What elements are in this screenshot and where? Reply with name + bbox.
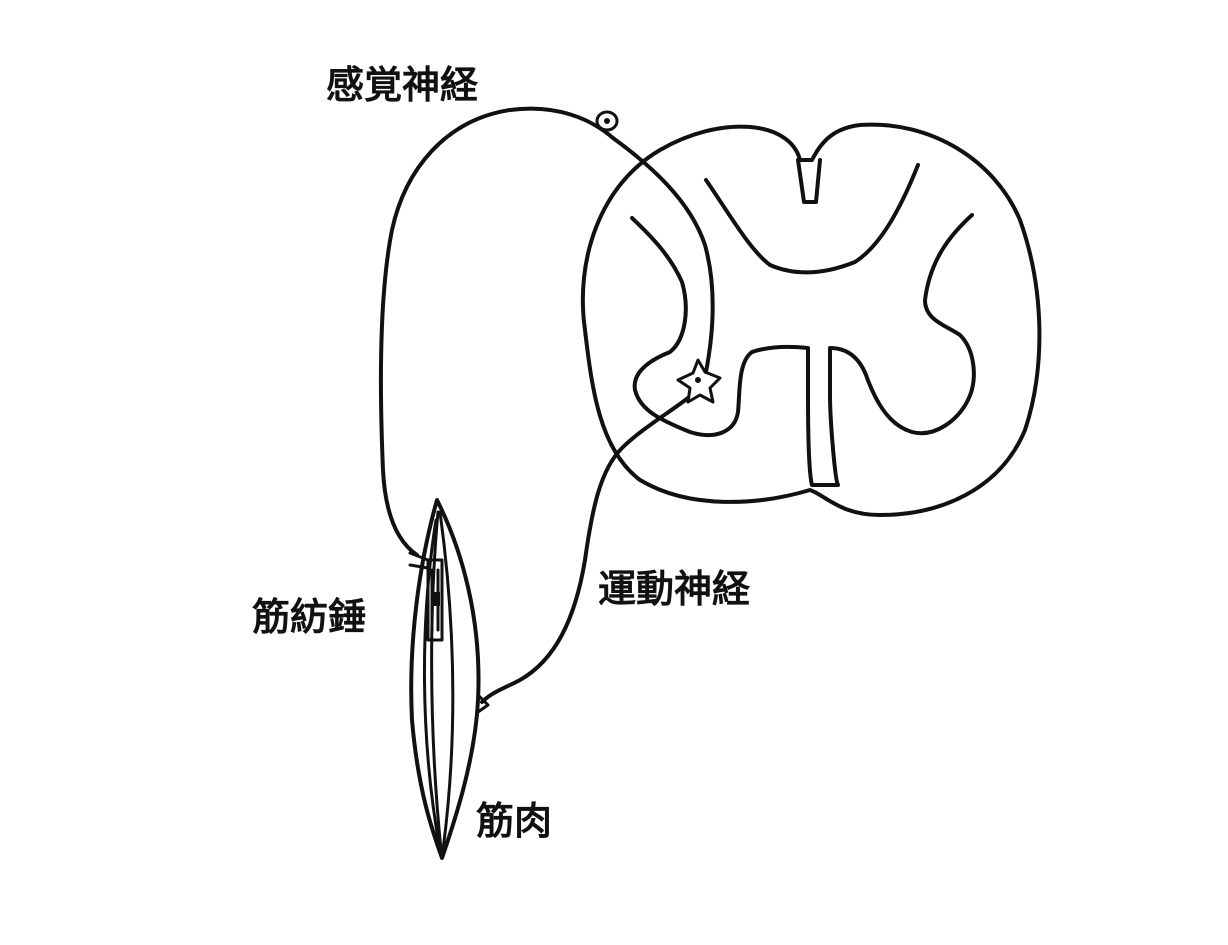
motor-nerve-fiber bbox=[480, 396, 690, 704]
gray-matter bbox=[630, 163, 976, 487]
muscle-fiber bbox=[430, 510, 443, 852]
muscle-label: 筋肉 bbox=[476, 799, 553, 843]
dorsal-root-ganglion bbox=[595, 110, 619, 132]
muscle-spindle bbox=[426, 558, 444, 642]
motor-end-plate bbox=[476, 693, 490, 714]
sensory-nerve-fiber bbox=[378, 106, 715, 557]
motor-nerve-label: 運動神経 bbox=[598, 567, 751, 611]
motor-neuron-cell-body bbox=[676, 358, 722, 404]
muscle bbox=[409, 498, 481, 860]
sensory-nerve-label: 感覚神経 bbox=[326, 63, 479, 107]
spinal-cord-outline bbox=[580, 122, 1042, 517]
motor-neuron-nucleus bbox=[695, 377, 701, 383]
muscle-spindle-label: 筋紡錘 bbox=[252, 595, 367, 639]
sensory-ending bbox=[408, 551, 430, 570]
dorsal-median-sulcus bbox=[796, 158, 822, 204]
muscle-fiber bbox=[438, 510, 455, 852]
